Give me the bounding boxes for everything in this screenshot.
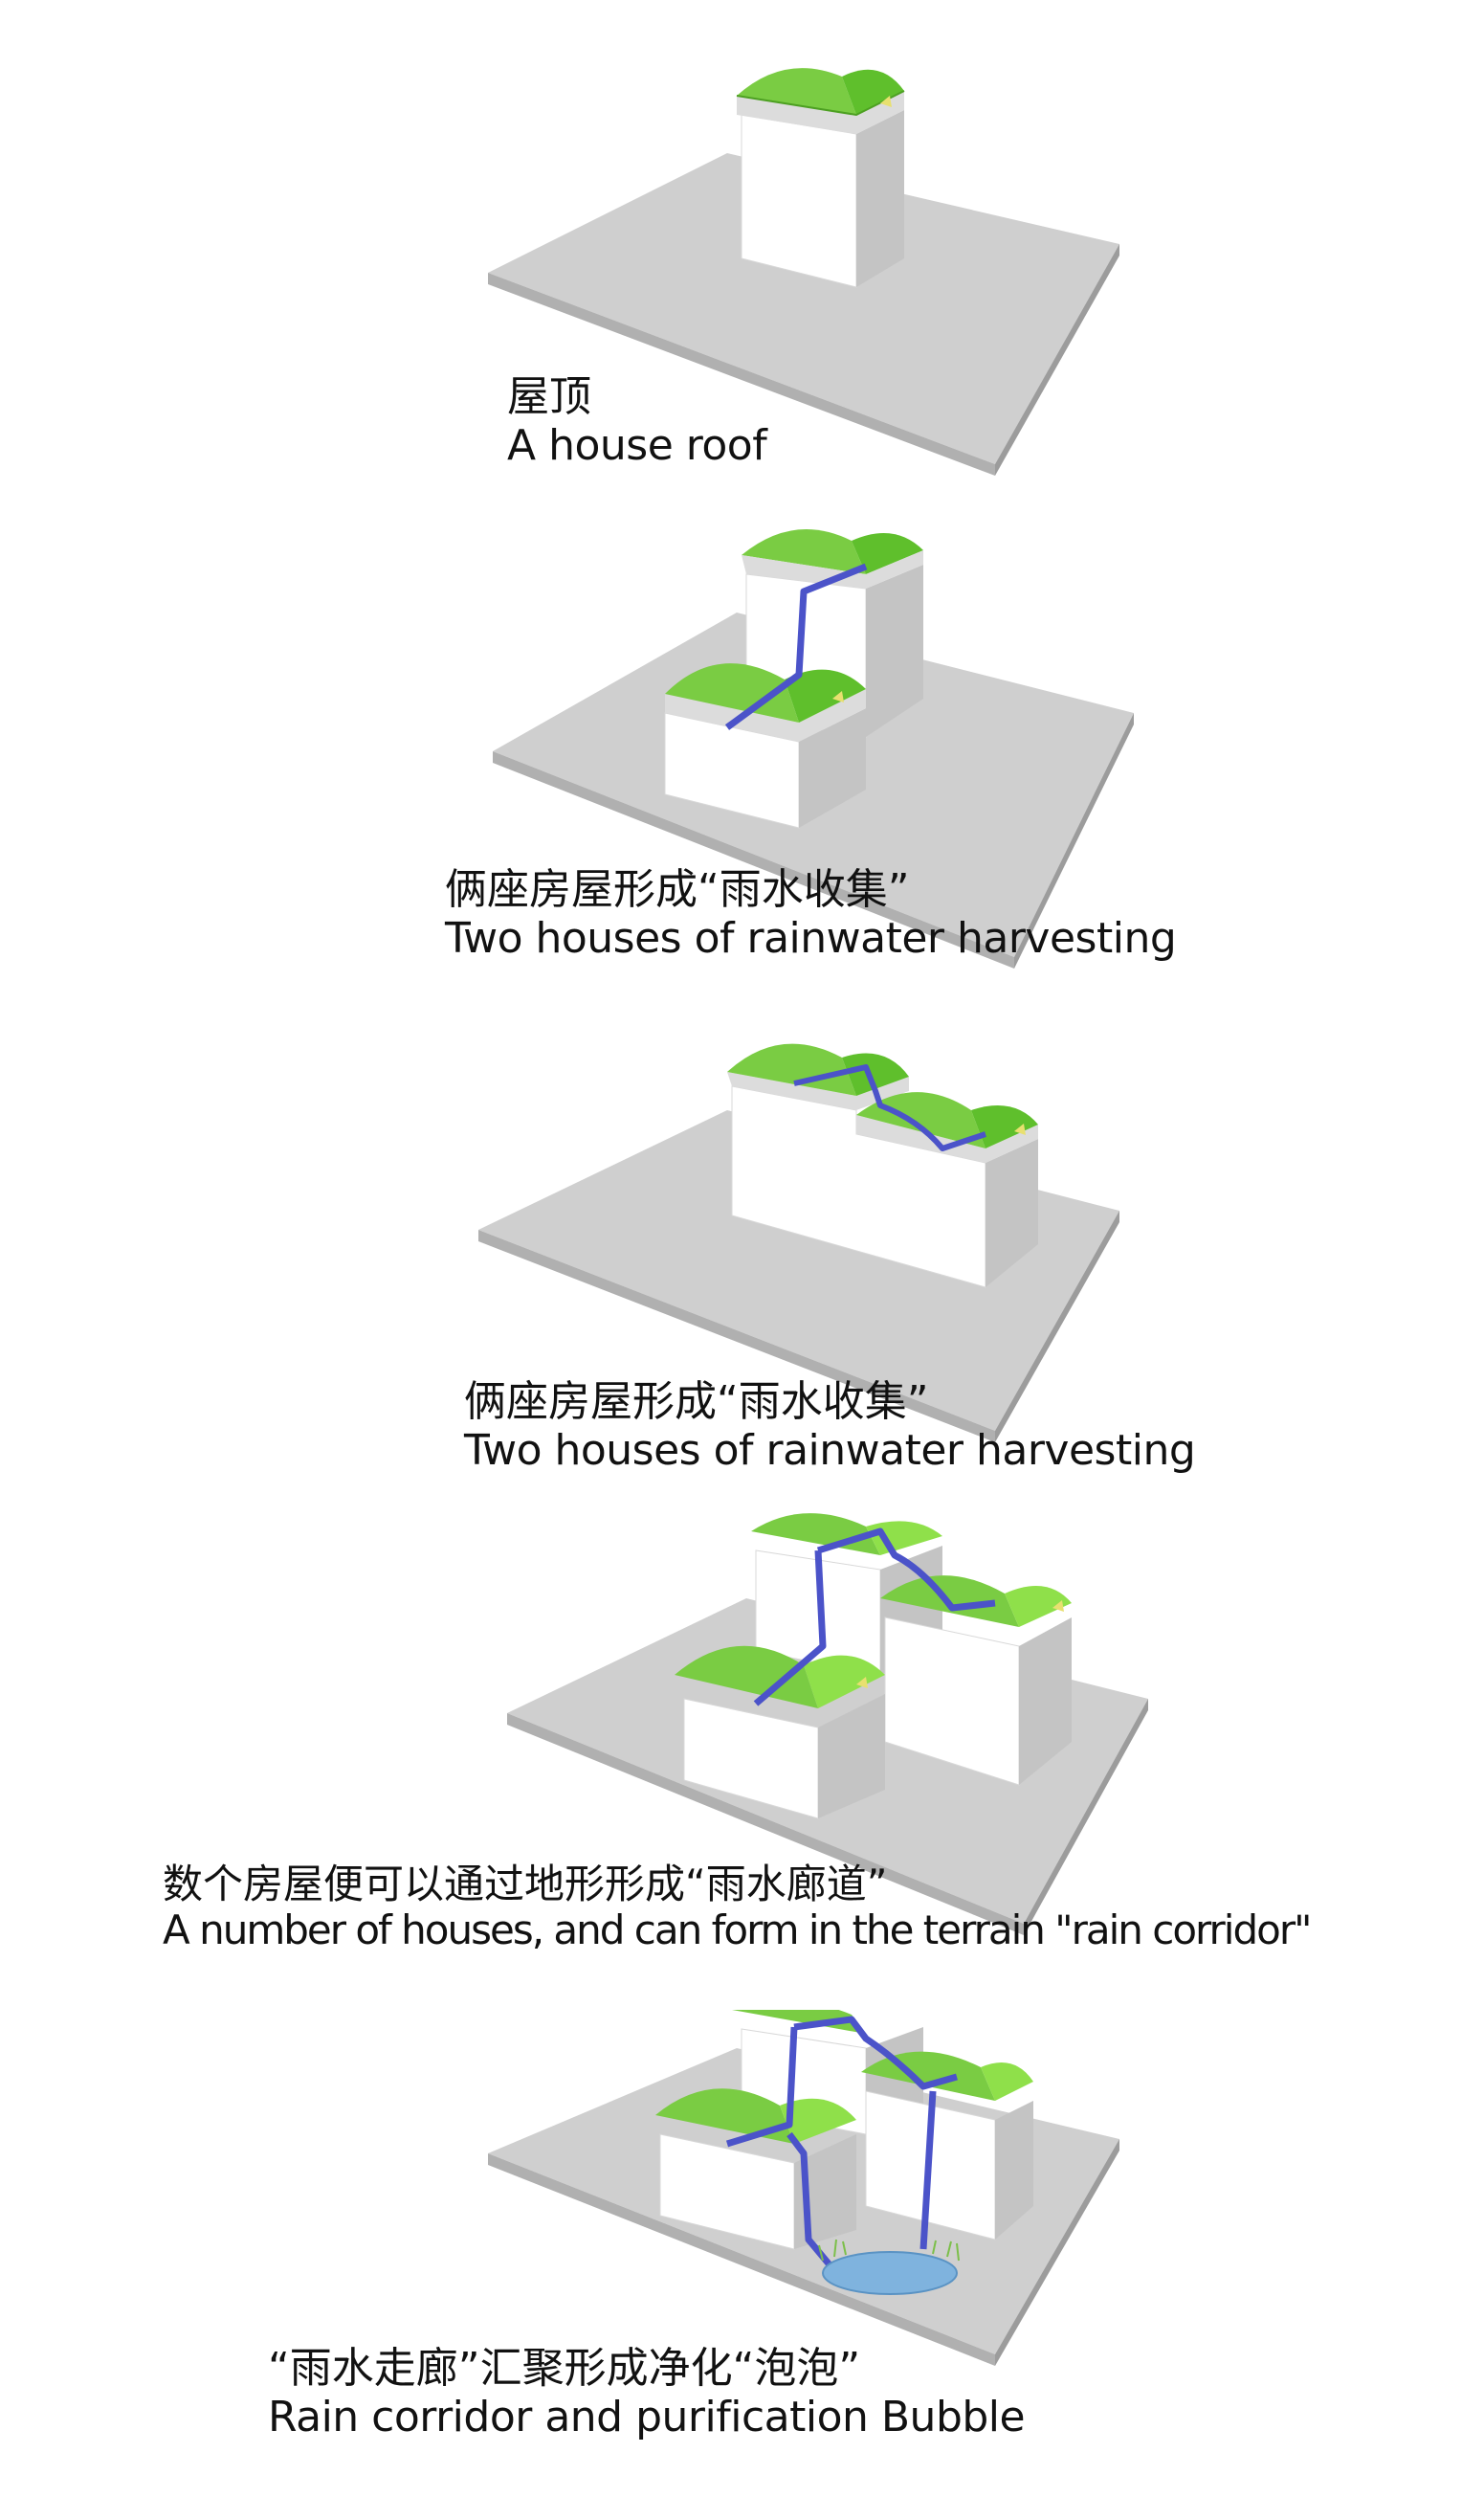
terrain-plate — [488, 153, 1119, 464]
terrain-edge-side — [1014, 713, 1134, 969]
left-roof-right — [804, 1655, 885, 1708]
building-side-wall — [986, 1139, 1038, 1287]
diagram-panel-4: 数个房屋便可以通过地形形成“雨水廊道” A number of houses, … — [0, 1512, 1484, 2010]
rain-channel — [724, 563, 868, 730]
front-house-side-wall — [799, 708, 866, 828]
roof-left-curve — [737, 68, 856, 115]
terrain-edge — [493, 751, 1014, 969]
panel-5-caption: “雨水走廊”汇聚形成净化“泡泡” Rain corridor and purif… — [268, 2344, 1026, 2441]
terrain-edge — [507, 1713, 1024, 1935]
right-roof-right — [981, 2062, 1033, 2101]
roof-rim — [737, 91, 904, 134]
outlet-arrow-icon — [832, 691, 844, 702]
upper-roof-rim — [727, 1072, 909, 1110]
terrain-edge-side — [1024, 1699, 1148, 1935]
caption-zh: 俩座房屋形成“雨水收集” — [464, 1377, 929, 1426]
caption-zh: “雨水走廊”汇聚形成净化“泡泡” — [268, 2344, 861, 2393]
back-roof-left — [742, 529, 866, 574]
rain-channel — [753, 1527, 996, 1706]
outlet-arrow-icon — [1014, 1124, 1026, 1135]
left-roof-left — [675, 1645, 818, 1708]
front-roof-left — [665, 663, 799, 723]
right-roof-right — [1005, 1586, 1072, 1627]
front-roof-right — [785, 669, 866, 723]
caption-zh: 数个房屋便可以通过地形形成“雨水廊道” — [163, 1861, 888, 1907]
back-roof-left — [732, 2010, 866, 2034]
rain-channel — [793, 1064, 986, 1151]
two-houses-illustration — [493, 529, 1134, 969]
caption-en: A number of houses, and can form in the … — [163, 1906, 1312, 1954]
back-roof-rim — [742, 550, 923, 589]
caption-en: Rain corridor and purification Bubble — [268, 2392, 1026, 2441]
caption-zh: 俩座房屋形成“雨水收集” — [445, 865, 910, 914]
diagram-panel-3: 俩座房屋形成“雨水收集” Two houses of rainwater har… — [0, 995, 1484, 1512]
right-house-side — [1019, 1617, 1072, 1785]
rain-channel — [725, 2016, 958, 2271]
terrain-edge-side — [995, 244, 1119, 476]
back-roof-right — [852, 533, 923, 574]
left-house-side — [818, 1694, 885, 1818]
left-roof-left — [655, 2088, 794, 2144]
terrain-edge-side — [995, 2139, 1119, 2366]
house-cluster-illustration — [507, 1513, 1148, 1935]
panel-4-caption: 数个房屋便可以通过地形形成“雨水廊道” A number of houses, … — [163, 1861, 1312, 1954]
lower-roof-right — [971, 1105, 1038, 1148]
caption-en: Two houses of rainwater harvesting — [464, 1425, 1196, 1475]
right-house-side — [995, 2101, 1033, 2240]
outlet-arrow-icon — [856, 1677, 868, 1688]
house-side-wall — [856, 110, 904, 287]
lower-roof-rim — [856, 1115, 1038, 1163]
diagram-panel-2: 俩座房屋形成“雨水收集” Two houses of rainwater har… — [0, 498, 1484, 995]
diagram-panel-1: 屋顶 A house roof — [0, 0, 1484, 498]
panel-2-caption: 俩座房屋形成“雨水收集” Two houses of rainwater har… — [445, 865, 1177, 963]
outlet-arrow-icon — [880, 96, 892, 107]
upper-roof-right — [842, 1053, 909, 1096]
caption-zh: 屋顶 — [507, 372, 591, 421]
terrain-edge — [478, 1230, 995, 1442]
rain-corridor-bubble-illustration — [488, 2010, 1119, 2366]
roof-right-curve — [842, 69, 904, 115]
back-roof-right — [866, 1521, 942, 1555]
reed-grass — [818, 2239, 960, 2262]
caption-en: Two houses of rainwater harvesting — [445, 913, 1177, 963]
two-houses-stepped-illustration — [478, 1043, 1119, 1442]
house-front-wall — [741, 114, 857, 288]
panel-3-caption: 俩座房屋形成“雨水收集” Two houses of rainwater har… — [464, 1377, 1196, 1475]
terrain-edge — [488, 273, 995, 476]
terrain-edge — [488, 2153, 995, 2366]
outlet-arrow-icon — [1052, 1600, 1064, 1612]
caption-en: A house roof — [507, 420, 767, 470]
back-house-side-wall — [866, 565, 923, 737]
diagram-panel-5: “雨水走廊”汇聚形成净化“泡泡” Rain corridor and purif… — [0, 2010, 1484, 2519]
terrain-edge-side — [995, 1211, 1119, 1442]
panel-1-caption: 屋顶 A house roof — [507, 372, 767, 470]
left-roof-right — [780, 2098, 856, 2144]
purification-bubble-pond — [822, 2251, 958, 2295]
upper-roof-left — [727, 1043, 856, 1096]
house-roof-illustration — [488, 68, 1119, 476]
